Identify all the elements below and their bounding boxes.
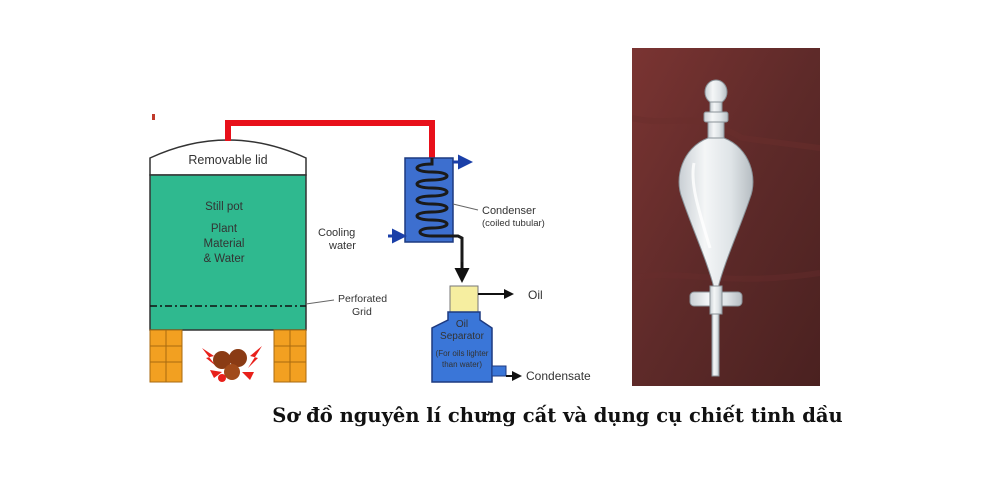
- flame-icon: [242, 372, 254, 380]
- still-pot: [149, 139, 307, 331]
- pot-body: [149, 174, 307, 331]
- label-condensate: Condensate: [526, 369, 591, 383]
- perforated-grid-pointer: [305, 299, 335, 305]
- label-separator-1: Oil: [456, 319, 468, 330]
- label-plant-2: Material: [204, 238, 245, 250]
- right-support: [273, 329, 307, 383]
- flame-icon: [248, 346, 262, 368]
- label-separator-3: (For oils lighter: [436, 349, 489, 358]
- condenser: [388, 154, 473, 270]
- label-cooling-1: Cooling: [318, 227, 355, 239]
- caption: Sơ đồ nguyên lí chưng cất và dụng cụ chi…: [272, 404, 843, 427]
- separatory-funnel-photo: [632, 48, 820, 386]
- label-cooling-2: water: [328, 240, 356, 252]
- oil-layer: [449, 285, 479, 313]
- label-perforated-1: Perforated: [338, 293, 387, 305]
- label-plant-3: & Water: [203, 253, 244, 265]
- label-condenser-2: (coiled tubular): [482, 218, 545, 229]
- funnel-stem: [711, 313, 720, 377]
- stopper: [704, 79, 728, 105]
- label-plant-1: Plant: [211, 223, 238, 235]
- label-condenser-1: Condenser: [482, 205, 536, 217]
- condenser-coil: [415, 158, 464, 270]
- flame-icon: [202, 348, 216, 366]
- separator-body: [431, 311, 493, 383]
- corner-mark: [152, 114, 155, 120]
- label-oil: Oil: [528, 288, 543, 302]
- condenser-pointer: [452, 203, 479, 211]
- left-support: [149, 329, 183, 383]
- label-separator-2: Separator: [440, 331, 485, 342]
- removable-lid: [149, 139, 307, 176]
- label-still-pot: Still pot: [205, 201, 244, 213]
- funnel-glass: [678, 79, 754, 377]
- label-separator-4: than water): [442, 360, 482, 369]
- flame-icon: [210, 370, 222, 378]
- steam-pipe: [225, 120, 435, 158]
- oil-separator: [431, 285, 522, 383]
- label-removable-lid: Removable lid: [188, 153, 267, 167]
- fire-logs-icon: [202, 346, 262, 382]
- label-perforated-2: Grid: [352, 306, 372, 318]
